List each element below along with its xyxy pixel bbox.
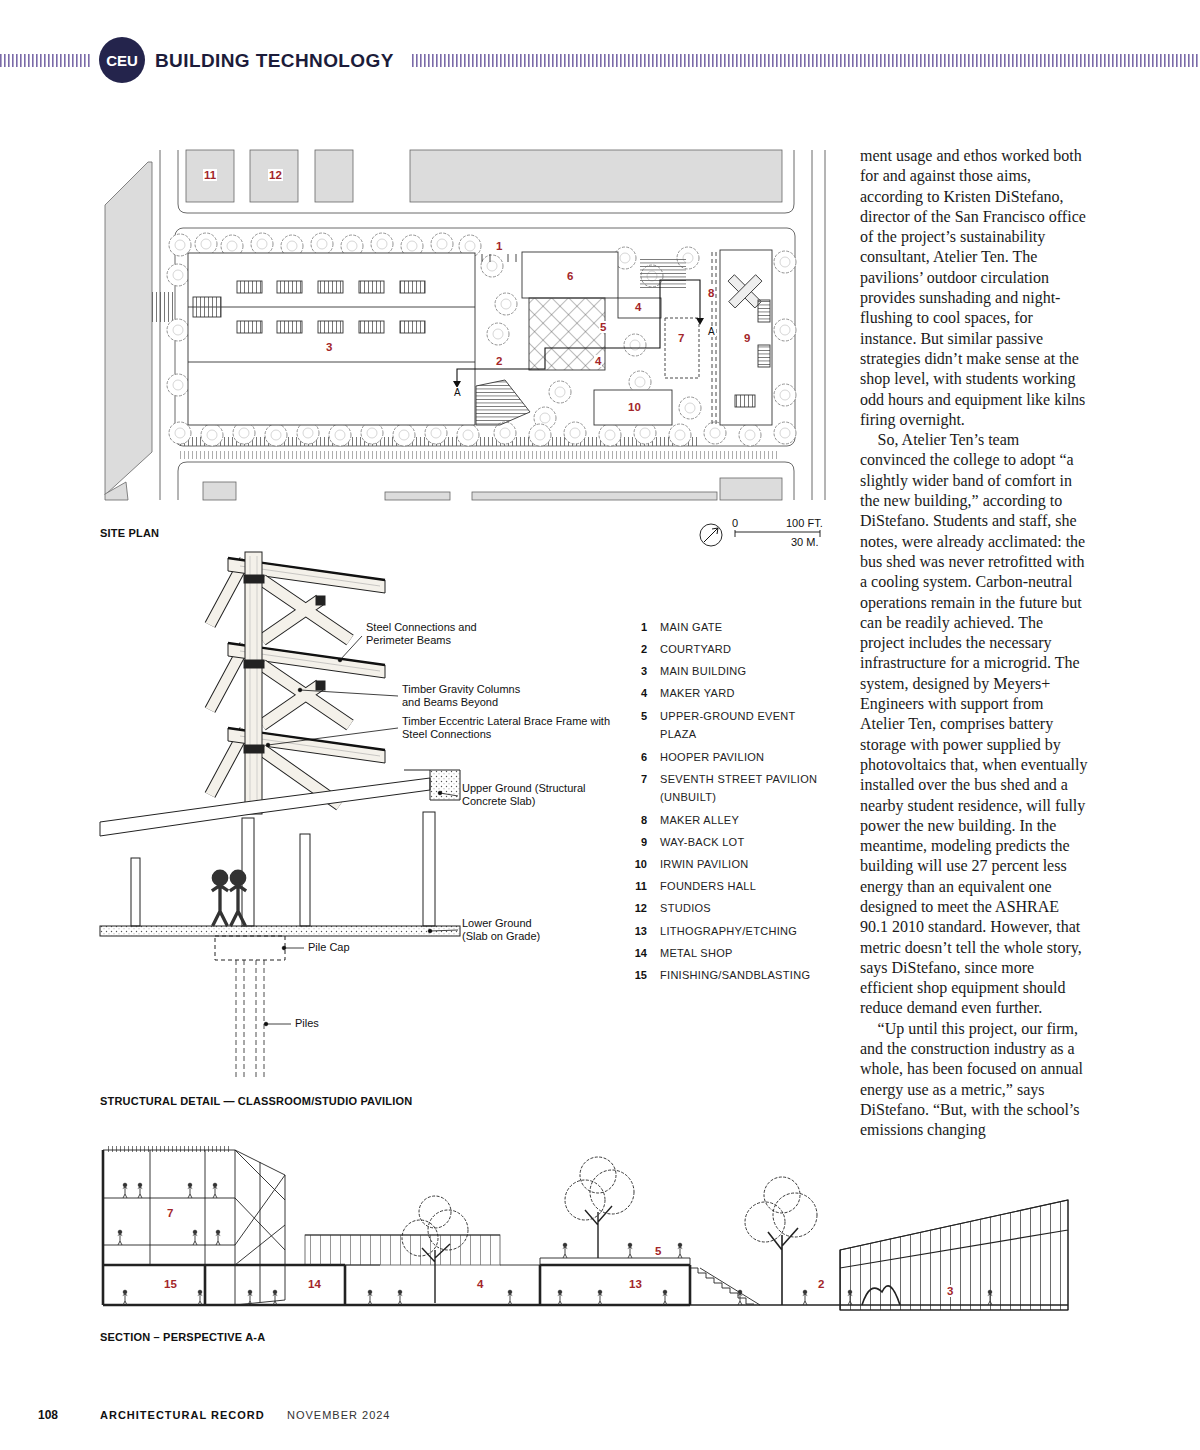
plan-number: 6 [566,270,574,282]
legend-name: STUDIOS [660,899,810,917]
section-number: 15 [162,1278,179,1290]
section-number: 4 [475,1278,485,1290]
magazine-name: ARCHITECTURAL RECORD [100,1409,265,1421]
plan-number: 8 [707,287,715,299]
legend-number: 14 [626,946,647,960]
legend-number: 8 [626,813,647,827]
legend-number: 3 [626,664,647,678]
legend-name: FINISHING/SANDBLASTING [660,966,810,984]
section-number: 3 [945,1285,955,1297]
legend-name: FOUNDERS HALL [660,877,810,895]
legend-name: MAIN GATE [660,618,810,636]
legend-name: WAY-BACK LOT [660,833,810,851]
callout-text: Lower Ground (Slab on Grade) [462,917,557,943]
legend-name: MAIN BUILDING [660,662,810,680]
legend-name: UPPER-GROUND EVENT PLAZA [660,707,810,743]
legend-number: 6 [626,750,647,764]
plan-number: 1 [495,240,503,252]
plan-number: 2 [495,355,503,367]
plan-number: 10 [627,401,642,413]
plan-number: 3 [325,341,333,353]
legend-number: 7 [626,772,647,786]
callout-text: Timber Eccentric Lateral Brace Frame wit… [402,715,614,741]
legend-number: 5 [626,709,647,723]
issue-date: NOVEMBER 2024 [287,1409,390,1421]
section-marker: A [453,387,462,398]
legend-number: 10 [626,857,647,871]
section-number: 13 [627,1278,644,1290]
section-title: BUILDING TECHNOLOGY [155,50,394,72]
body-text-column: ment usage and ethos worked both for and… [860,146,1088,1141]
legend-name: SEVENTH STREET PAVILION (UNBUILT) [660,770,835,806]
section-number: 2 [816,1278,826,1290]
plan-number: 5 [599,321,607,333]
legend-name: IRWIN PAVILION [660,855,810,873]
plan-number: 9 [743,332,751,344]
legend-number: 12 [626,901,647,915]
callout-text: Piles [295,1017,319,1030]
figure-caption: SITE PLAN [100,527,159,539]
section-number: 7 [165,1207,175,1219]
legend-name: METAL SHOP [660,944,810,962]
scale-label: 0 [732,517,738,530]
plan-number: 7 [677,332,685,344]
section-badge: CEU [99,37,145,83]
page-number: 108 [38,1408,58,1422]
plan-number: 12 [268,169,283,181]
body-paragraph: “Up until this project, our firm, and th… [860,1019,1088,1141]
badge-text: CEU [106,52,138,69]
callout-text: Timber Gravity Columns and Beams Beyond [402,683,537,709]
legend-name: COURTYARD [660,640,810,658]
legend-name: HOOPER PAVILION [660,748,810,766]
legend-number: 2 [626,642,647,656]
plan-number: 4 [594,355,602,367]
section-number: 14 [306,1278,323,1290]
legend-number: 1 [626,620,647,634]
figure-caption: SECTION – PERSPECTIVE A-A [100,1331,265,1343]
legend-number: 13 [626,924,647,938]
plan-number: 11 [203,169,217,181]
legend-number: 9 [626,835,647,849]
scale-label: 100 FT. [786,517,823,530]
callout-text: Pile Cap [308,941,350,954]
section-number: 5 [653,1245,663,1257]
legend-number: 15 [626,968,647,982]
body-paragraph: ment usage and ethos worked both for and… [860,146,1088,430]
legend-name: MAKER ALLEY [660,811,810,829]
legend-number: 4 [626,686,647,700]
body-paragraph: So, Atelier Ten’s team convinced the col… [860,430,1088,1019]
callout-text: Upper Ground (Structural Concrete Slab) [462,782,612,808]
legend-number: 11 [626,879,647,893]
legend-name: LITHOGRAPHY/ETCHING [660,922,810,940]
callout-text: Steel Connections and Perimeter Beams [366,621,506,647]
legend-name: MAKER YARD [660,684,810,702]
plan-number: 4 [634,301,642,313]
figure-caption: STRUCTURAL DETAIL — CLASSROOM/STUDIO PAV… [100,1095,412,1107]
section-marker: A [707,326,716,337]
scale-label: 30 M. [791,536,819,549]
